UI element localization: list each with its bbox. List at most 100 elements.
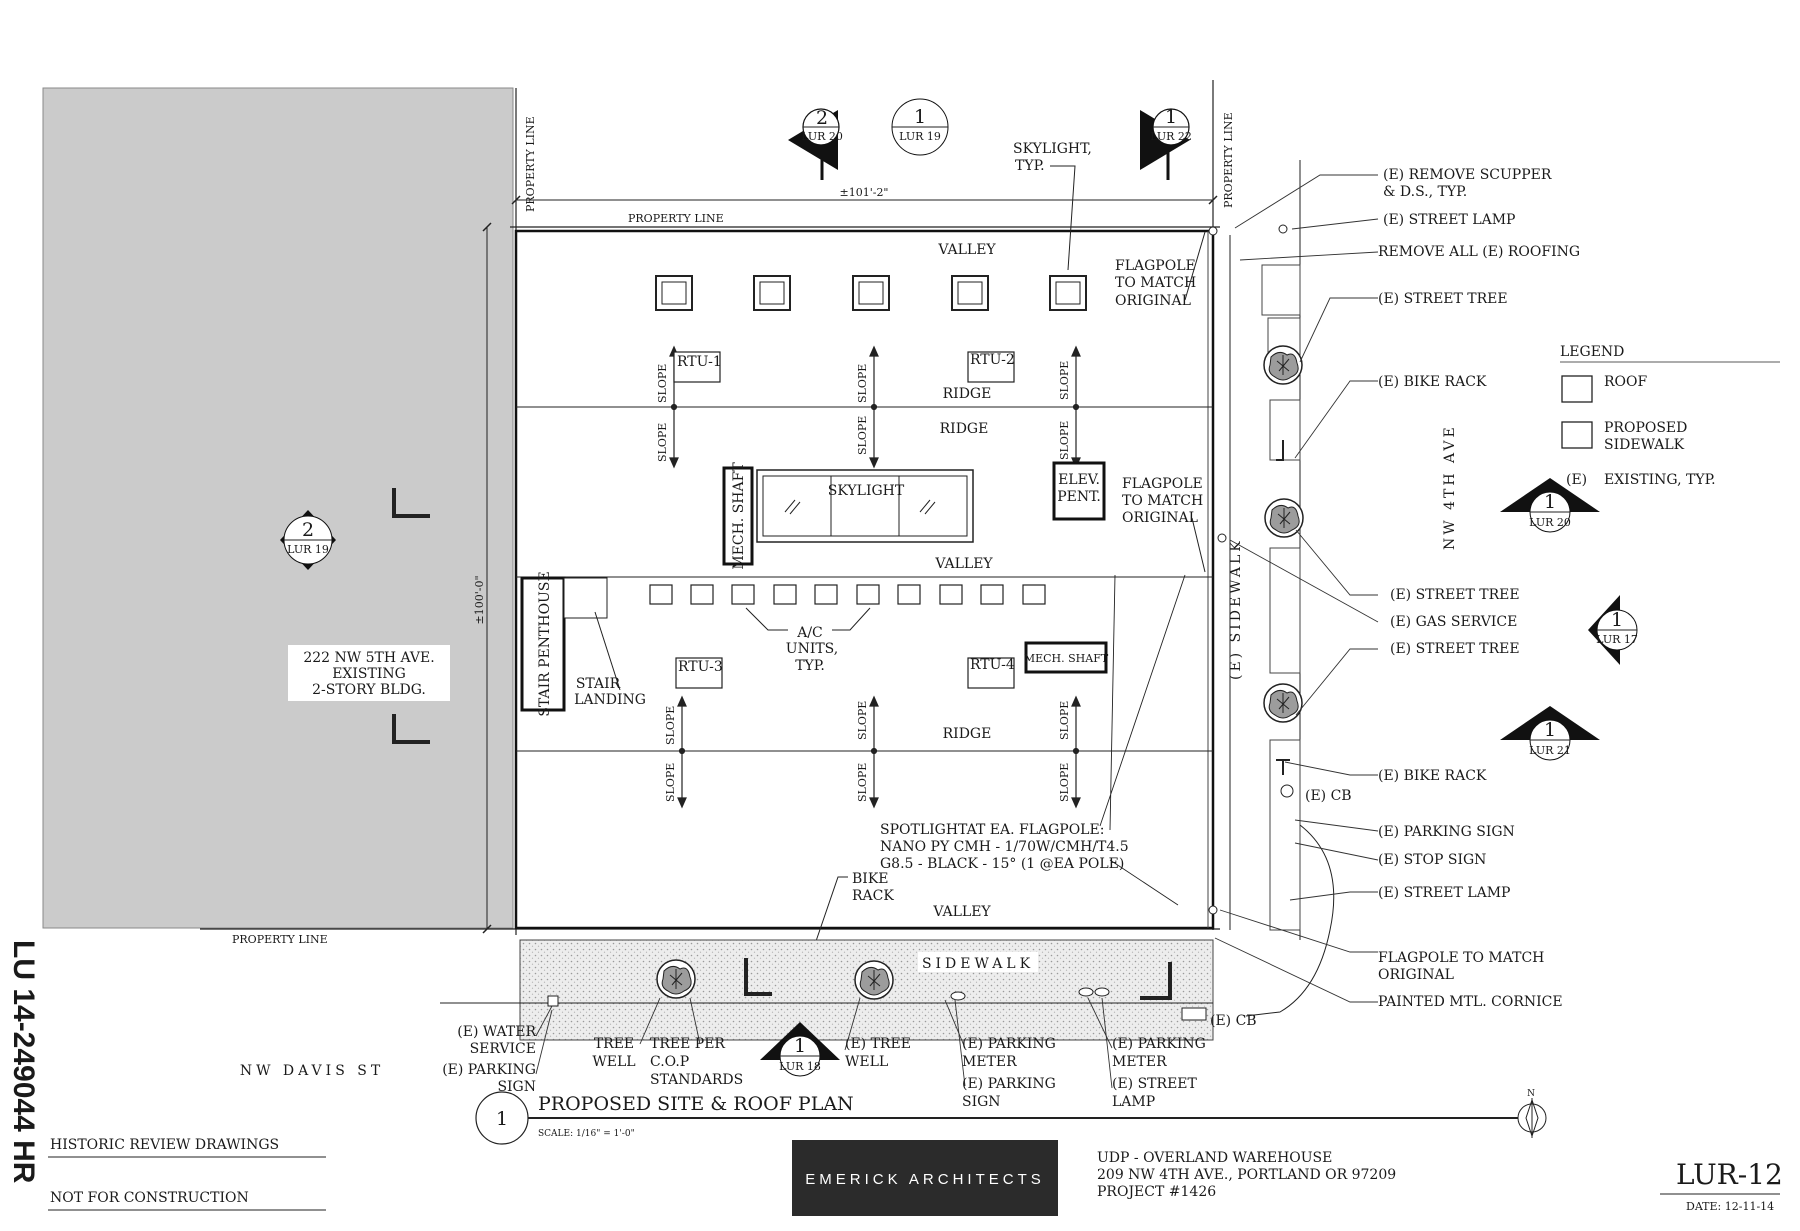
bike-rack-label: RACK: [852, 888, 894, 904]
ac-units-label: TYP.: [795, 658, 825, 674]
section-marker: 1 LUR 17: [1588, 595, 1638, 665]
legend-sidewalk-label: SIDEWALK: [1604, 437, 1685, 453]
flagpole-callout: TO MATCH: [1115, 275, 1196, 291]
flagpole-callout: FLAGPOLE: [1115, 258, 1196, 274]
slope-label: SLOPE: [656, 364, 669, 403]
slope-label: SLOPE: [664, 763, 677, 802]
slope-label: SLOPE: [664, 706, 677, 745]
valley-label: VALLEY: [937, 242, 996, 258]
callout-remove-scupper: (E) REMOVE SCUPPER: [1383, 167, 1552, 183]
flagpole-callout: ORIGINAL: [1122, 510, 1198, 526]
slope-label: SLOPE: [1058, 763, 1071, 802]
callout-remove-roofing: REMOVE ALL (E) ROOFING: [1378, 244, 1580, 260]
property-line-label: PROPERTY LINE: [628, 212, 724, 225]
project-number: PROJECT #1426: [1097, 1184, 1216, 1200]
section-marker: 1 LUR 19: [891, 98, 949, 156]
callout-parking-sign: (E) PARKING: [442, 1062, 536, 1078]
street-4th: NW 4TH AVE: [1442, 424, 1458, 550]
stair-penthouse-label: STAIR PENTHOUSE: [537, 571, 553, 716]
callout-tree-cop: STANDARDS: [650, 1072, 743, 1088]
spotlight-note: NANO PY CMH - 1/70W/CMH/T4.5: [880, 839, 1129, 855]
neighbor-label-line2: EXISTING: [332, 666, 406, 682]
neighbor-corner-mark: [392, 714, 430, 744]
callout-tree-well: TREE: [594, 1036, 634, 1052]
slope-label: SLOPE: [1058, 421, 1071, 460]
callout-tree-well: (E) TREE: [845, 1036, 911, 1052]
east-sidewalk-curb: [1261, 264, 1301, 316]
slope-label: SLOPE: [856, 763, 869, 802]
neighbor-corner-mark: [392, 488, 430, 518]
svg-text:LUR 19: LUR 19: [899, 130, 941, 143]
project-address: 209 NW 4TH AVE., PORTLAND OR 97209: [1097, 1167, 1396, 1183]
callout-water-service: (E) WATER: [457, 1024, 536, 1040]
project-name: UDP - OVERLAND WAREHOUSE: [1097, 1150, 1332, 1166]
svg-text:LUR 20: LUR 20: [801, 130, 843, 143]
svg-text:1: 1: [794, 1035, 806, 1057]
drawing-scale: SCALE: 1/16" = 1'-0": [538, 1129, 635, 1139]
roof-skylights: [655, 275, 1087, 311]
neighbor-label-box: [288, 645, 450, 701]
stair-landing: [563, 577, 608, 619]
callout-street-tree: (E) STREET TREE: [1378, 291, 1508, 307]
status-not-for-construction: NOT FOR CONSTRUCTION: [50, 1190, 249, 1206]
callout-parking-meter: METER: [962, 1054, 1017, 1070]
large-skylight: [756, 469, 974, 543]
callout-gas-service: (E) GAS SERVICE: [1390, 614, 1517, 630]
callout-street-tree: (E) STREET TREE: [1390, 587, 1520, 603]
callout-street-lamp: (E) STREET LAMP: [1378, 885, 1510, 901]
sheet-number: LUR-12: [1676, 1158, 1783, 1191]
ac-units-label: UNITS,: [786, 641, 838, 657]
right-callout-leaders: [1214, 174, 1379, 1003]
stair-penthouse: [520, 576, 566, 712]
firm-logo-box: [792, 1140, 1058, 1216]
property-line-label: PROPERTY LINE: [524, 116, 537, 212]
flagpole-callout: ORIGINAL: [1115, 293, 1191, 309]
legend-existing-key: (E): [1566, 472, 1587, 488]
callout-flagpole: FLAGPOLE TO MATCH: [1378, 950, 1544, 966]
section-marker: 2 LUR 20: [788, 107, 843, 180]
legend-roof-swatch: [1561, 375, 1593, 403]
svg-text:1: 1: [914, 106, 926, 128]
legend-roof-label: ROOF: [1604, 374, 1647, 390]
slope-label: SLOPE: [1058, 361, 1071, 400]
rtu-1-label: RTU-1: [677, 354, 722, 370]
drawing-number: 1: [496, 1108, 508, 1130]
elevator-penthouse: [1052, 461, 1106, 521]
callout-stop-sign: (E) STOP SIGN: [1378, 852, 1486, 868]
roof-outline: [514, 229, 1215, 930]
callout-parking-meter: (E) PARKING: [1112, 1036, 1206, 1052]
callout-bike-rack: (E) BIKE RACK: [1378, 768, 1487, 784]
street-tree: [1263, 345, 1303, 385]
rtu-2-label: RTU-2: [970, 352, 1015, 368]
east-sidewalk-label: (E) SIDEWALK: [1228, 538, 1244, 680]
section-marker: 2 LUR 19: [280, 510, 336, 570]
street-tree: [854, 960, 894, 1000]
legend-existing-value: EXISTING, TYP.: [1604, 472, 1716, 488]
callout-tree-well: WELL: [845, 1054, 888, 1070]
svg-text:LUR 19: LUR 19: [287, 543, 329, 556]
spotlight-note: G8.5 - BLACK - 15° (1 @EA POLE): [880, 856, 1124, 872]
stair-landing-label: STAIR: [576, 676, 621, 692]
callout-cornice: PAINTED MTL. CORNICE: [1378, 994, 1563, 1010]
north-label: N: [1527, 1089, 1535, 1099]
valley-label: VALLEY: [932, 904, 991, 920]
mech-shaft-1-label: MECH. SHAFT: [731, 462, 747, 570]
rtu-boxes: [673, 351, 1015, 689]
bike-rack-label: BIKE: [852, 871, 889, 887]
svg-text:LUR 20: LUR 20: [1529, 516, 1571, 529]
section-marker: 1 LUR 21: [1500, 706, 1600, 761]
elev-pent-label: PENT.: [1057, 489, 1101, 505]
firm-name: EMERICK ARCHITECTS: [805, 1171, 1045, 1188]
svg-text:LUR 22: LUR 22: [1150, 130, 1192, 143]
street-tree: [1263, 683, 1303, 723]
callout-flagpole: ORIGINAL: [1378, 967, 1454, 983]
legend-sidewalk-swatch: [1561, 421, 1593, 449]
slope-label: SLOPE: [1058, 701, 1071, 740]
property-line-label: PROPERTY LINE: [1222, 112, 1235, 208]
ridge-label: RIDGE: [943, 726, 992, 742]
callout-street-lamp: LAMP: [1112, 1094, 1155, 1110]
callout-cb: (E) CB: [1305, 788, 1352, 804]
neighbor-label-line3: 2-STORY BLDG.: [312, 682, 426, 698]
slope-label: SLOPE: [856, 364, 869, 403]
ridge-label: RIDGE: [940, 421, 989, 437]
